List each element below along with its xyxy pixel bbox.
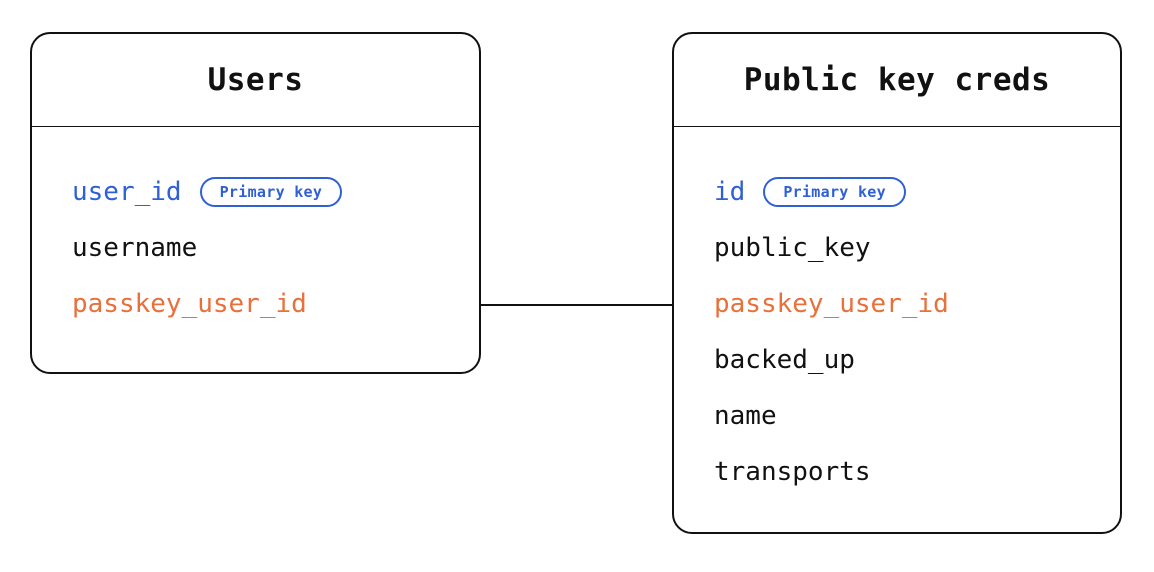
entity-public-key-creds-title: Public key creds <box>743 62 1051 98</box>
entity-public-key-creds-divider <box>674 126 1120 127</box>
entity-users-field-list: user_id Primary key username passkey_use… <box>32 126 479 332</box>
entity-users-header: Users <box>32 34 479 126</box>
entity-users-title: Users <box>207 62 304 98</box>
field-row-user-id[interactable]: user_id Primary key <box>32 164 479 220</box>
field-name-backed-up: backed_up <box>714 345 855 375</box>
field-row-passkey-user-id[interactable]: passkey_user_id <box>32 276 479 332</box>
primary-key-badge: Primary key <box>763 177 906 207</box>
field-name-passkey-user-id: passkey_user_id <box>714 289 949 319</box>
field-name-user-id: user_id <box>72 177 182 207</box>
entity-public-key-creds-field-list: id Primary key public_key passkey_user_i… <box>674 126 1120 500</box>
field-row-passkey-user-id[interactable]: passkey_user_id <box>674 276 1120 332</box>
field-name-passkey-user-id: passkey_user_id <box>72 289 307 319</box>
field-name-public-key: public_key <box>714 233 871 263</box>
primary-key-badge-label: Primary key <box>219 182 323 201</box>
entity-public-key-creds-header: Public key creds <box>674 34 1120 126</box>
field-name-transports: transports <box>714 457 871 487</box>
entity-public-key-creds[interactable]: Public key creds id Primary key public_k… <box>672 32 1122 534</box>
relationship-connector-line <box>479 304 674 306</box>
field-row-id[interactable]: id Primary key <box>674 164 1120 220</box>
field-row-transports[interactable]: transports <box>674 444 1120 500</box>
field-name-id: id <box>714 177 746 207</box>
primary-key-badge-label: Primary key <box>783 182 886 201</box>
primary-key-badge: Primary key <box>199 177 343 207</box>
field-row-public-key[interactable]: public_key <box>674 220 1120 276</box>
field-row-name[interactable]: name <box>674 388 1120 444</box>
entity-users-divider <box>32 126 479 127</box>
field-row-backed-up[interactable]: backed_up <box>674 332 1120 388</box>
entity-users[interactable]: Users user_id Primary key username passk… <box>30 32 481 374</box>
field-name-name: name <box>714 401 777 431</box>
field-name-username: username <box>72 233 198 263</box>
field-row-username[interactable]: username <box>32 220 479 276</box>
